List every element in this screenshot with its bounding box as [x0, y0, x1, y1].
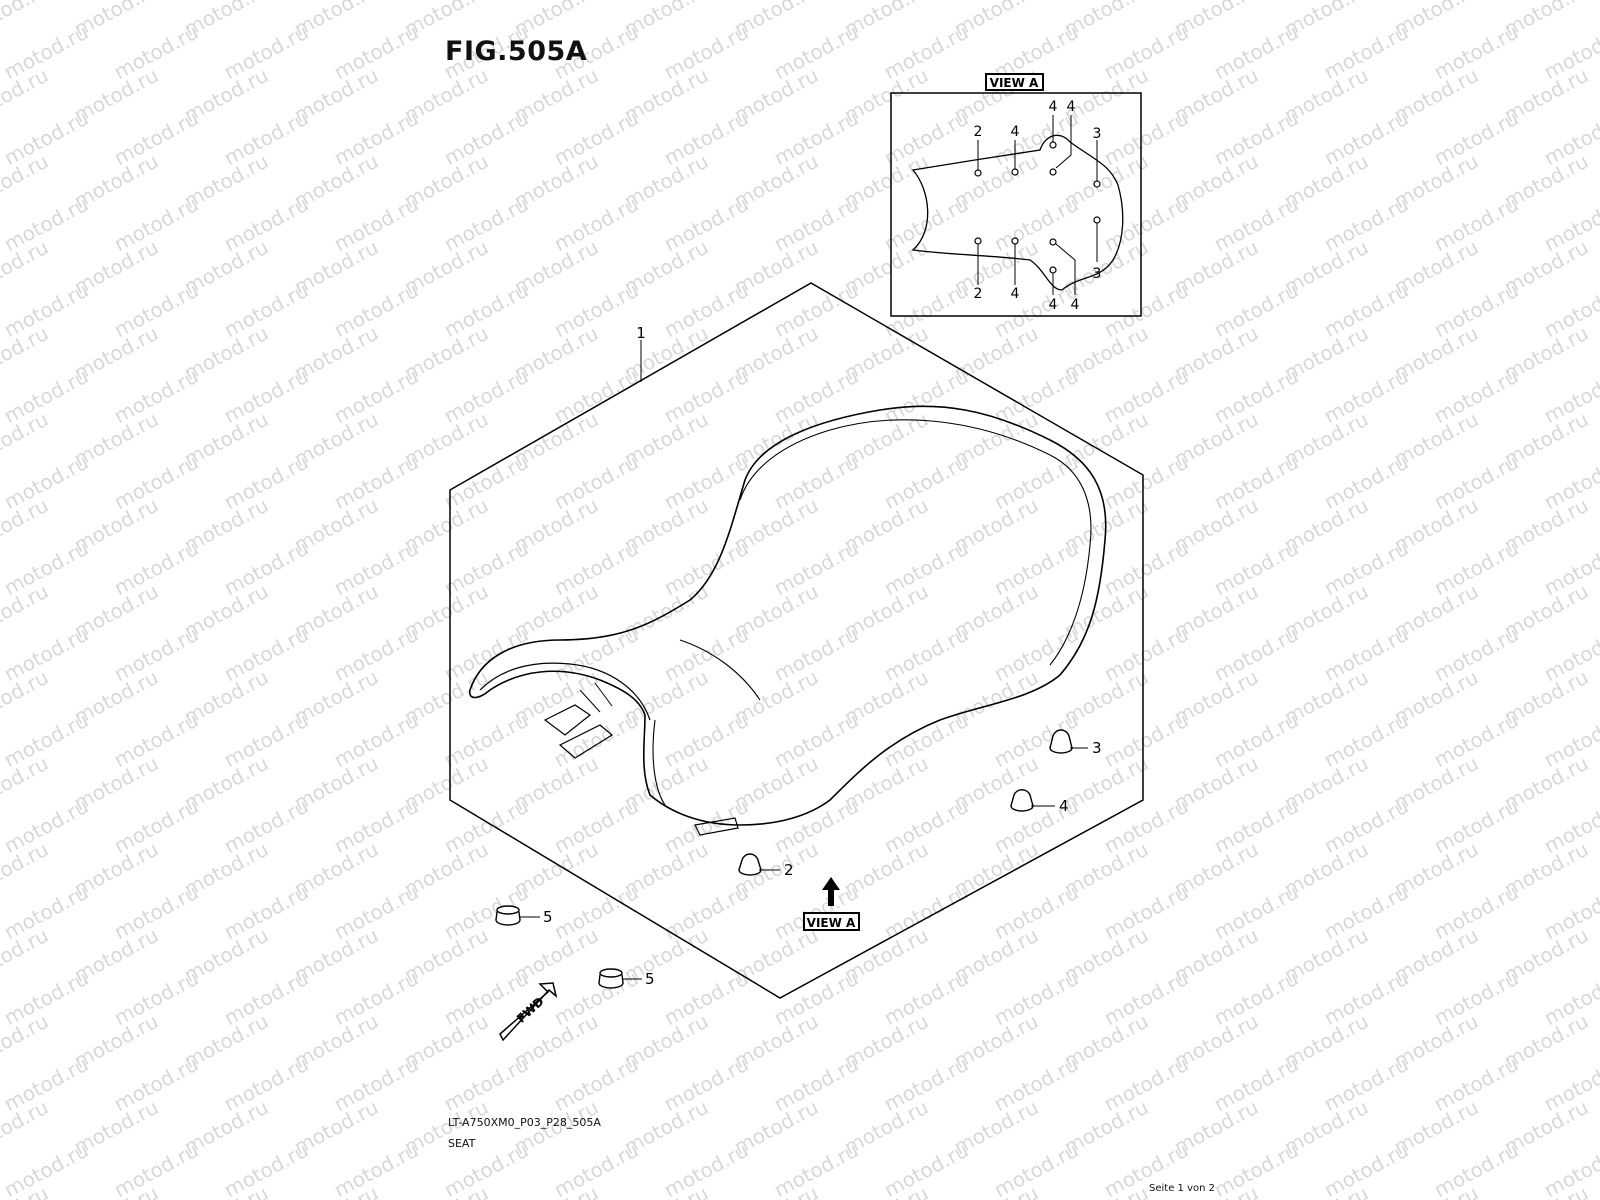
callout-view-3-top: 3 [1093, 126, 1102, 142]
seat-outline-top-view [911, 134, 1124, 291]
view-a-frame [890, 92, 1142, 317]
callout-view-4-bottom-a: 4 [1011, 286, 1020, 302]
callout-view-2-top: 2 [974, 124, 983, 140]
callout-3: 3 [1092, 739, 1102, 757]
callout-view-4-top-c: 4 [1067, 99, 1076, 115]
part-5-cushion-a [495, 905, 521, 926]
callout-view-2-bottom: 2 [974, 286, 983, 302]
part-callouts: 3 4 2 5 5 [543, 739, 1102, 988]
callout-view-4-bottom-b: 4 [1049, 297, 1058, 313]
part-2-nut [738, 853, 762, 876]
part-leaders [519, 747, 1088, 980]
figure-title: FIG.505A [445, 36, 588, 67]
callout-4: 4 [1059, 797, 1069, 815]
diagram-name: SEAT [448, 1137, 476, 1150]
assembly-frame [449, 282, 1144, 999]
view-a-holes [974, 141, 1101, 274]
callout-view-3-bottom: 3 [1093, 266, 1102, 282]
page-indicator: Seite 1 von 2 [1149, 1183, 1215, 1194]
callout-view-4-bottom-c: 4 [1071, 297, 1080, 313]
callout-view-4-top-a: 4 [1011, 124, 1020, 140]
seat [468, 405, 1107, 836]
callout-view-4-top-b: 4 [1049, 99, 1058, 115]
view-a-label-box [985, 73, 1044, 91]
parts [495, 729, 1073, 989]
fwd-arrow-icon: FWD [499, 982, 558, 1042]
view-a-callout: VIEW A [803, 877, 860, 931]
up-arrow-icon [822, 877, 840, 906]
fwd-label: FWD [514, 994, 547, 1025]
part-5-cushion-b [598, 968, 624, 989]
callout-2: 2 [784, 861, 794, 879]
view-a-callouts: 2 4 4 4 3 2 4 4 4 3 [974, 99, 1102, 313]
view-a-leader-lines [977, 115, 1098, 295]
callout-1: 1 [636, 324, 646, 342]
view-a-callout-label: VIEW A [807, 916, 856, 930]
view-a-label: VIEW A [990, 76, 1039, 90]
callout-5-b: 5 [645, 970, 655, 988]
diagram-code: LT-A750XM0_P03_P28_505A [448, 1116, 601, 1129]
part-4-nut [1010, 789, 1034, 812]
view-a-inset: VIEW A 2 4 4 4 3 2 4 [890, 73, 1142, 317]
part-3-nut [1049, 729, 1073, 754]
callout-5-a: 5 [543, 908, 553, 926]
